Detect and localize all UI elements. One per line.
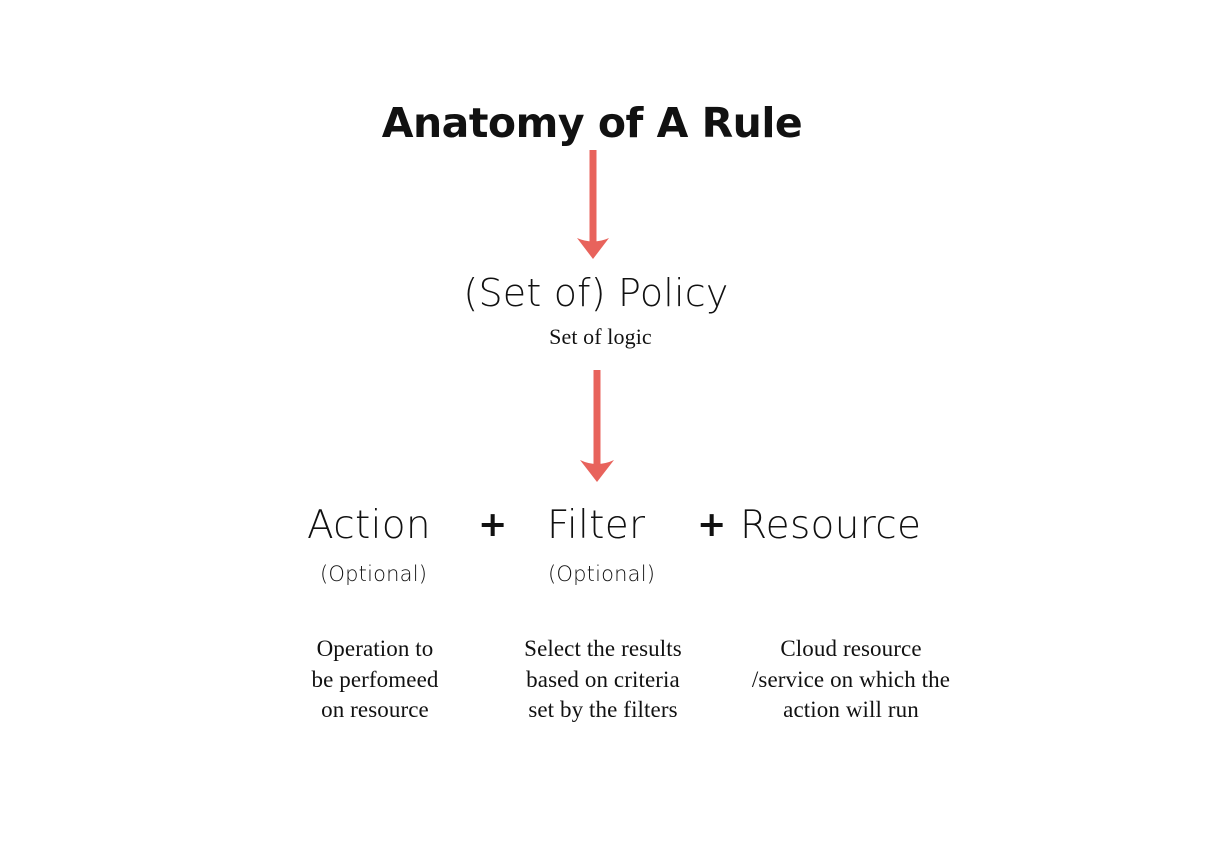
component-description-action: Operation to be perfomeed on resource	[275, 634, 475, 726]
description-line: /service on which the	[751, 666, 951, 692]
components-row: Action + Filter + Resource	[0, 500, 1216, 562]
plus-operator-1: +	[478, 505, 508, 545]
component-term-filter: Filter	[547, 503, 646, 548]
description-line: on resource	[321, 697, 429, 722]
arrow-title-to-policy-icon	[565, 150, 621, 262]
component-description-filter: Select the results based on criteria set…	[498, 634, 708, 726]
component-term-resource: Resource	[740, 503, 922, 548]
plus-operator-2: +	[697, 505, 727, 545]
description-line: Operation to	[316, 636, 434, 661]
arrow-policy-to-components-icon	[569, 370, 625, 486]
description-line: Cloud resource	[780, 636, 922, 661]
component-description-resource: Cloud resource /service on which the act…	[725, 634, 977, 726]
description-line: set by the filters	[528, 697, 678, 722]
policy-subtitle: Set of logic	[549, 324, 652, 349]
description-line: based on criteria	[526, 666, 680, 692]
description-line: be perfomeed	[311, 666, 439, 692]
component-term-action: Action	[307, 503, 431, 548]
description-line: Select the results	[524, 636, 682, 661]
policy-label: (Set of) Policy	[463, 271, 729, 315]
optional-tag-action: (Optional)	[320, 562, 428, 586]
description-line: action will run	[783, 697, 919, 722]
diagram-title: Anatomy of A Rule	[381, 99, 803, 147]
optional-tag-filter: (Optional)	[548, 562, 656, 586]
